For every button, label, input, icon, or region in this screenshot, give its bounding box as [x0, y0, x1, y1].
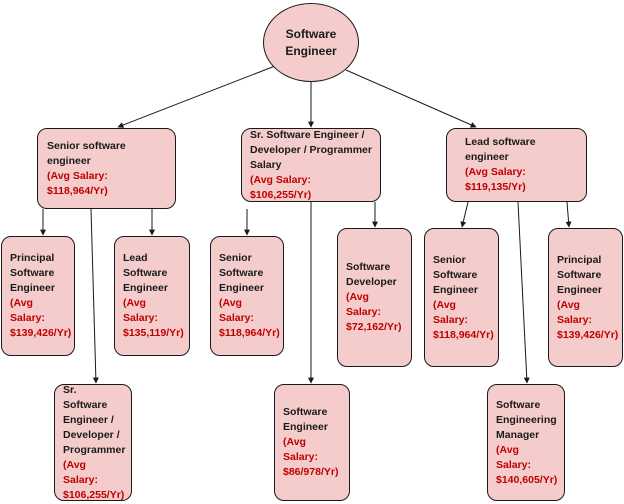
- connector-senior-to-sr-developer: [90, 208, 99, 384]
- root-title: Software Engineer: [285, 26, 337, 58]
- node-title: Principal Software Engineer: [557, 253, 602, 296]
- connector-lead-to-principal: [565, 201, 572, 228]
- node-salary: (Avg Salary: $135,119/Yr): [123, 297, 184, 339]
- node-sr-software-engineer-programmer: Sr. Software Engineer / Developer / Prog…: [54, 384, 132, 501]
- node-title: Principal Software Engineer: [10, 252, 55, 294]
- connector-lead-to-senior: [460, 201, 469, 228]
- node-senior-software-engineer-l2-a: Senior Software Engineer (Avg Salary: $1…: [210, 236, 284, 356]
- node-title: Software Engineer: [283, 406, 328, 433]
- node-senior-software-engineer-l2-b: Senior Software Engineer (Avg Salary: $1…: [424, 228, 499, 367]
- node-salary: (Avg Salary: $139,426/Yr): [557, 298, 619, 341]
- node-salary: (Avg Salary: $140,605/Yr): [496, 443, 558, 486]
- node-title: Lead software engineer: [465, 136, 536, 163]
- node-software-engineer-l2: Software Engineer (Avg Salary: $86/978/Y…: [274, 384, 350, 501]
- node-salary: (Avg Salary: $118,964/Yr): [47, 169, 108, 197]
- node-sr-software-engineer-developer: Sr. Software Engineer / Developer / Prog…: [241, 128, 381, 202]
- connector-lead-to-manager: [517, 201, 530, 384]
- node-principal-software-engineer-l2-b: Principal Software Engineer (Avg Salary:…: [548, 228, 623, 367]
- node-salary: (Avg Salary: $118,964/Yr): [433, 298, 494, 341]
- node-senior-software-engineer: Senior software engineer (Avg Salary: $1…: [37, 128, 176, 209]
- node-title: Sr. Software Engineer / Developer / Prog…: [63, 383, 126, 456]
- node-software-developer: Software Developer (Avg Salary: $72,162/…: [337, 228, 412, 367]
- node-salary: (Avg Salary: $118,964/Yr): [219, 297, 280, 339]
- node-software-engineering-manager: Software Engineering Manager (Avg Salary…: [487, 384, 565, 501]
- node-title: Software Engineering Manager: [496, 398, 557, 441]
- node-salary: (Avg Salary: $86/978/Yr): [283, 436, 339, 478]
- node-title: Software Developer: [346, 261, 397, 288]
- node-salary: (Avg Salary: $139,426/Yr): [10, 297, 72, 339]
- node-salary: (Avg Salary: $106,255/Yr): [250, 173, 312, 201]
- node-lead-software-engineer-l2: Lead Software Engineer (Avg Salary: $135…: [114, 236, 190, 356]
- connector-root-to-lead: [345, 69, 477, 128]
- node-principal-software-engineer: Principal Software Engineer (Avg Salary:…: [1, 236, 75, 356]
- node-title: Lead Software Engineer: [123, 252, 168, 294]
- connector-root-to-senior: [117, 65, 276, 128]
- node-lead-software-engineer: Lead software engineer (Avg Salary: $119…: [446, 128, 587, 202]
- node-title: Senior software engineer: [47, 139, 126, 167]
- node-title: Senior Software Engineer: [219, 252, 264, 294]
- node-title: Sr. Software Engineer / Developer / Prog…: [250, 128, 372, 171]
- node-salary: (Avg Salary: $119,135/Yr): [465, 166, 526, 193]
- node-salary: (Avg Salary: $106,255/Yr): [63, 458, 125, 501]
- node-salary: (Avg Salary: $72,162/Yr): [346, 291, 402, 333]
- root-node-software-engineer: Software Engineer: [263, 3, 359, 82]
- node-title: Senior Software Engineer: [433, 253, 478, 296]
